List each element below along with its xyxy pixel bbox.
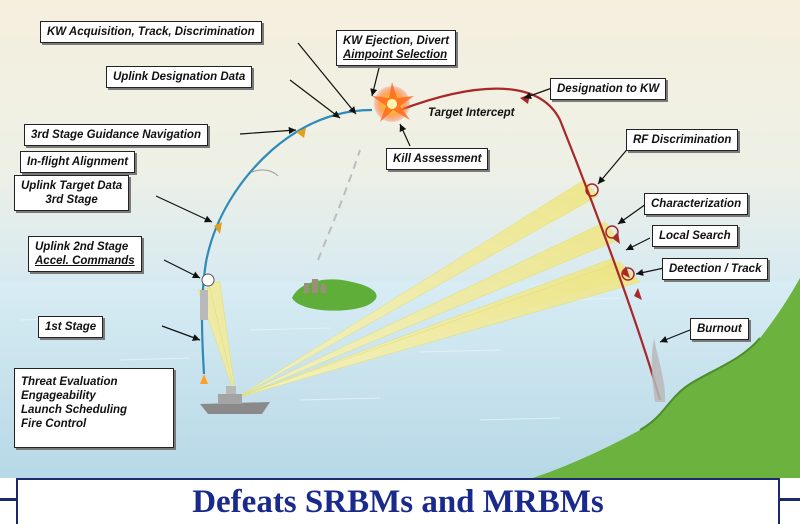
label-first-stage: 1st Stage [38,316,104,338]
threat-trajectory [399,87,662,401]
label-uplink-designation: Uplink Designation Data [106,66,253,88]
label-local-search: Local Search [652,225,738,247]
tracking-circles [585,183,635,281]
label-designation-to-kw: Designation to KW [550,78,667,100]
label-inflight-alignment: In-flight Alignment [20,151,136,173]
label-third-stage-guidance: 3rd Stage Guidance Navigation [24,124,208,146]
kw-dashed-path [317,149,361,261]
intercept-explosion [372,82,414,122]
label-burnout: Burnout [690,318,749,340]
label-detection-track: Detection / Track [662,258,769,280]
label-kill-assessment: Kill Assessment [386,148,489,170]
callout-arrows [155,42,691,343]
island-structures [304,279,326,293]
label-uplink-target-data: Uplink Target Data 3rd Stage [14,175,130,211]
burnout-plume [651,338,666,402]
coastline-shadow [639,337,761,431]
label-target-intercept: Target Intercept [428,107,515,119]
interceptor-stages [200,128,306,384]
label-kw-acquisition: KW Acquisition, Track, Discrimination [40,21,262,43]
aegis-ship [200,386,270,414]
label-characterization: Characterization [644,193,749,215]
label-threat-evaluation: Threat Evaluation Engageability Launch S… [14,368,174,448]
label-uplink-2nd-stage: Uplink 2nd Stage Accel. Commands [28,236,142,272]
label-rf-discrimination: RF Discrimination [626,129,739,151]
label-kw-ejection: KW Ejection, Divert Aimpoint Selection [336,30,457,66]
radar-beams [197,179,641,399]
coastline [520,278,800,482]
banner-title: Defeats SRBMs and MRBMs [16,478,780,524]
stage-drop-arc [251,169,279,177]
